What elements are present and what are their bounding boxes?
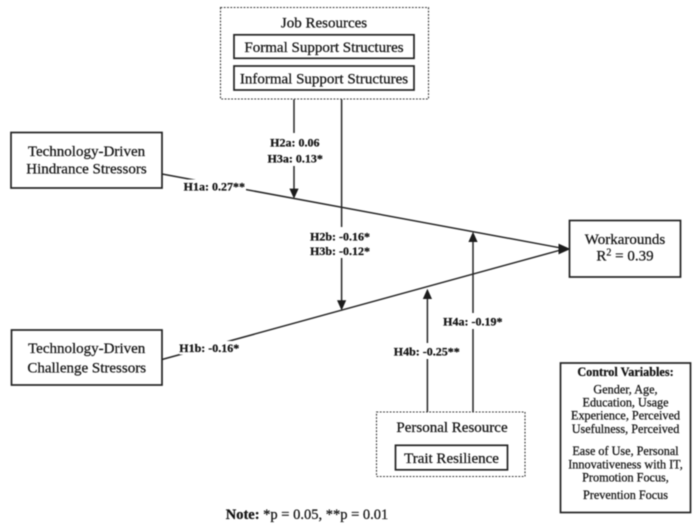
svg-text:Technology-Driven: Technology-Driven [28,341,146,357]
svg-text:H3b: -0.12*: H3b: -0.12* [310,244,370,258]
svg-text:Control Variables:: Control Variables: [577,365,673,379]
svg-text:Experience, Perceived: Experience, Perceived [571,409,680,423]
svg-text:H4a: -0.19*: H4a: -0.19* [443,315,502,329]
svg-text:Job Resources: Job Resources [281,16,367,32]
svg-text:H2b: -0.16*: H2b: -0.16* [310,229,370,243]
svg-text:Trait Resilience: Trait Resilience [404,451,499,467]
svg-text:Hindrance Stressors: Hindrance Stressors [26,162,147,178]
svg-text:Prevention Focus: Prevention Focus [583,488,668,502]
svg-text:Usefulness, Perceived: Usefulness, Perceived [572,422,680,436]
svg-text:H4b: -0.25**: H4b: -0.25** [394,344,460,358]
svg-text:Personal Resource: Personal Resource [396,420,508,436]
svg-text:Education, Usage: Education, Usage [583,396,669,410]
svg-text:Informal Support Structures: Informal Support Structures [240,71,408,87]
svg-text:Ease of Use, Personal: Ease of Use, Personal [572,444,679,458]
svg-text:Technology-Driven: Technology-Driven [28,144,146,160]
svg-text:H3a: 0.13*: H3a: 0.13* [268,151,323,165]
svg-text:Challenge Stressors: Challenge Stressors [27,360,146,376]
svg-text:Gender, Age,: Gender, Age, [593,382,657,396]
svg-text:Formal Support Structures: Formal Support Structures [244,40,403,56]
svg-text:H2a: 0.06: H2a: 0.06 [270,136,319,150]
svg-text:H1a: 0.27**: H1a: 0.27** [184,179,245,193]
svg-text:Workarounds: Workarounds [585,232,666,248]
svg-text:Promotion Focus,: Promotion Focus, [582,470,669,484]
svg-text:R2 = 0.39: R2 = 0.39 [596,248,653,265]
svg-text:Innovativeness with IT,: Innovativeness with IT, [568,457,683,471]
svg-text:H1b: -0.16*: H1b: -0.16* [179,341,239,355]
svg-text:Note: *p = 0.05, **p = 0.01: Note: *p = 0.05, **p = 0.01 [226,507,389,523]
